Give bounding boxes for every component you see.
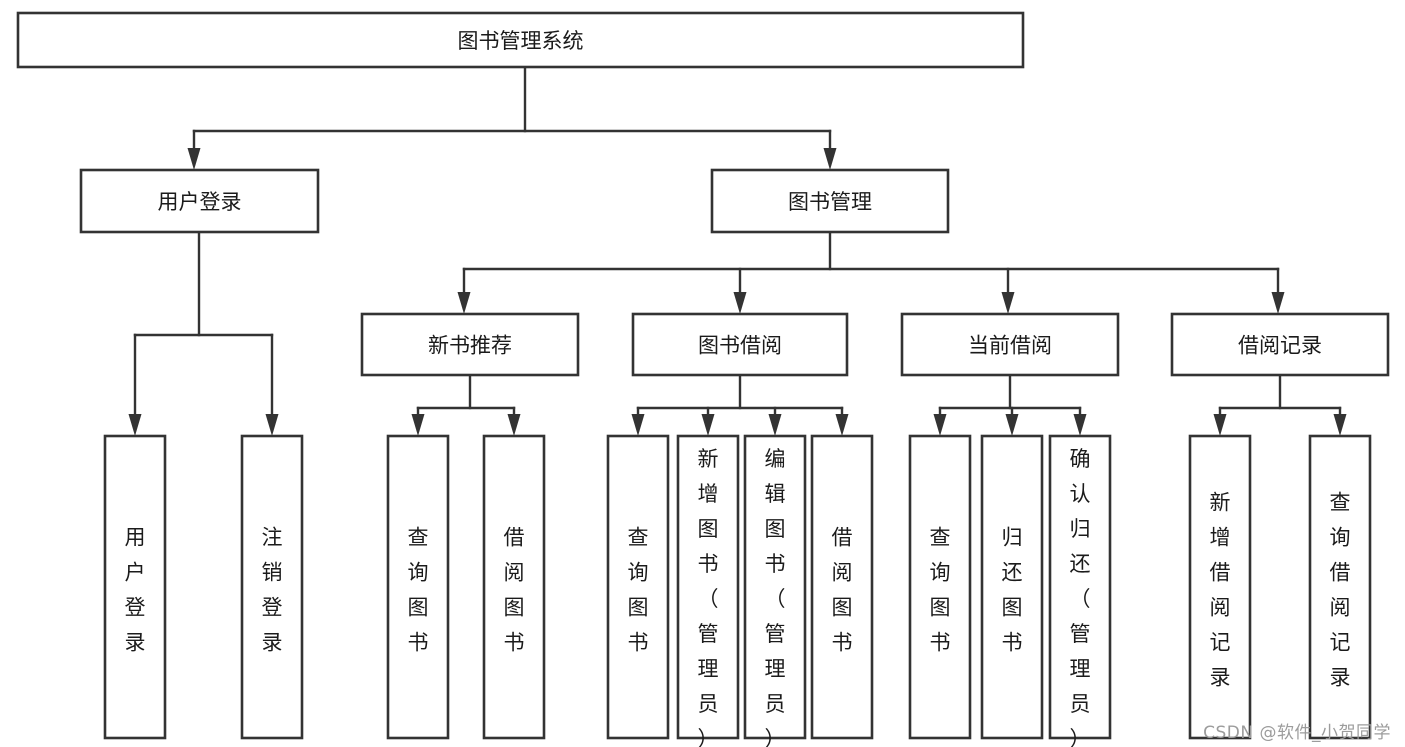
node-label: 查询图书 bbox=[408, 525, 429, 654]
node-label: 图书借阅 bbox=[698, 334, 782, 358]
node-leaf-logout[interactable]: 注销登录 bbox=[240, 434, 304, 740]
node-box bbox=[631, 312, 849, 377]
node-current-borrow[interactable]: 当前借阅 bbox=[900, 312, 1120, 377]
connector-edge-user-login-bus bbox=[128, 230, 279, 436]
node-label: 用户登录 bbox=[125, 525, 146, 654]
node-label: 查询图书 bbox=[930, 525, 951, 654]
node-book-borrow[interactable]: 图书借阅 bbox=[631, 312, 849, 377]
node-box bbox=[103, 434, 167, 740]
node-leaf-add-record[interactable]: 新增借阅记录 bbox=[1188, 434, 1252, 740]
node-leaf-edit-book[interactable]: 编辑图书（管理员） bbox=[743, 434, 807, 747]
node-box bbox=[240, 434, 304, 740]
node-leaf-return-book[interactable]: 归还图书 bbox=[980, 434, 1044, 740]
node-label: 借阅图书 bbox=[832, 525, 853, 654]
node-label: 查询借阅记录 bbox=[1330, 490, 1351, 689]
node-label: 编辑图书（管理员） bbox=[765, 447, 786, 747]
node-label: 新增借阅记录 bbox=[1210, 490, 1231, 689]
node-box bbox=[606, 434, 670, 740]
node-box bbox=[16, 11, 1025, 69]
node-leaf-confirm-return[interactable]: 确认归还（管理员） bbox=[1048, 434, 1112, 747]
node-box bbox=[676, 434, 740, 740]
node-label: 图书管理系统 bbox=[458, 29, 584, 53]
node-label: 用户登录 bbox=[158, 190, 242, 214]
node-label: 当前借阅 bbox=[968, 334, 1052, 358]
node-label: 新增图书（管理员） bbox=[698, 447, 719, 747]
node-box bbox=[980, 434, 1044, 740]
node-book-manage[interactable]: 图书管理 bbox=[710, 168, 950, 234]
node-box bbox=[900, 312, 1120, 377]
node-box bbox=[386, 434, 450, 740]
connector-edge-current-borrow-bus bbox=[933, 373, 1087, 436]
node-layer: 图书管理系统用户登录图书管理新书推荐图书借阅当前借阅借阅记录用户登录注销登录查询… bbox=[16, 11, 1390, 747]
node-box bbox=[1170, 312, 1390, 377]
node-label: 确认归还（管理员） bbox=[1070, 447, 1091, 747]
node-leaf-user-login[interactable]: 用户登录 bbox=[103, 434, 167, 740]
connector-edge-book-borrow-bus bbox=[631, 373, 849, 436]
node-label: 新书推荐 bbox=[428, 334, 512, 358]
node-borrow-record[interactable]: 借阅记录 bbox=[1170, 312, 1390, 377]
connector-edge-book-manage-bus bbox=[457, 230, 1285, 314]
node-box bbox=[1188, 434, 1252, 740]
connector-layer bbox=[128, 65, 1347, 436]
node-user-login[interactable]: 用户登录 bbox=[79, 168, 320, 234]
node-new-book-recommend[interactable]: 新书推荐 bbox=[360, 312, 580, 377]
csdn-watermark: CSDN @软件_小贺同学 bbox=[1203, 723, 1391, 743]
node-box bbox=[810, 434, 874, 740]
node-label: 归还图书 bbox=[1002, 525, 1023, 654]
node-box bbox=[1048, 434, 1112, 740]
node-box bbox=[1308, 434, 1372, 740]
node-label: 借阅图书 bbox=[504, 525, 525, 654]
node-leaf-add-book[interactable]: 新增图书（管理员） bbox=[676, 434, 740, 747]
connector-edge-new-book-bus bbox=[411, 373, 521, 436]
connector-edge-borrow-record-bus bbox=[1213, 373, 1347, 436]
node-label: 图书管理 bbox=[788, 190, 872, 214]
node-box bbox=[908, 434, 972, 740]
node-box bbox=[360, 312, 580, 377]
node-box bbox=[482, 434, 546, 740]
node-label: 借阅记录 bbox=[1238, 334, 1322, 358]
node-leaf-borrow-book-1[interactable]: 借阅图书 bbox=[482, 434, 546, 740]
node-box bbox=[710, 168, 950, 234]
node-leaf-borrow-book-2[interactable]: 借阅图书 bbox=[810, 434, 874, 740]
node-label: 查询图书 bbox=[628, 525, 649, 654]
node-leaf-query-book-3[interactable]: 查询图书 bbox=[908, 434, 972, 740]
node-leaf-query-book-1[interactable]: 查询图书 bbox=[386, 434, 450, 740]
node-root-图书管理系统[interactable]: 图书管理系统 bbox=[16, 11, 1025, 69]
node-label: 注销登录 bbox=[262, 525, 283, 654]
node-box bbox=[743, 434, 807, 740]
connector-edge-root-bus bbox=[187, 65, 837, 170]
node-box bbox=[79, 168, 320, 234]
node-leaf-query-book-2[interactable]: 查询图书 bbox=[606, 434, 670, 740]
node-leaf-query-record[interactable]: 查询借阅记录 bbox=[1308, 434, 1372, 740]
